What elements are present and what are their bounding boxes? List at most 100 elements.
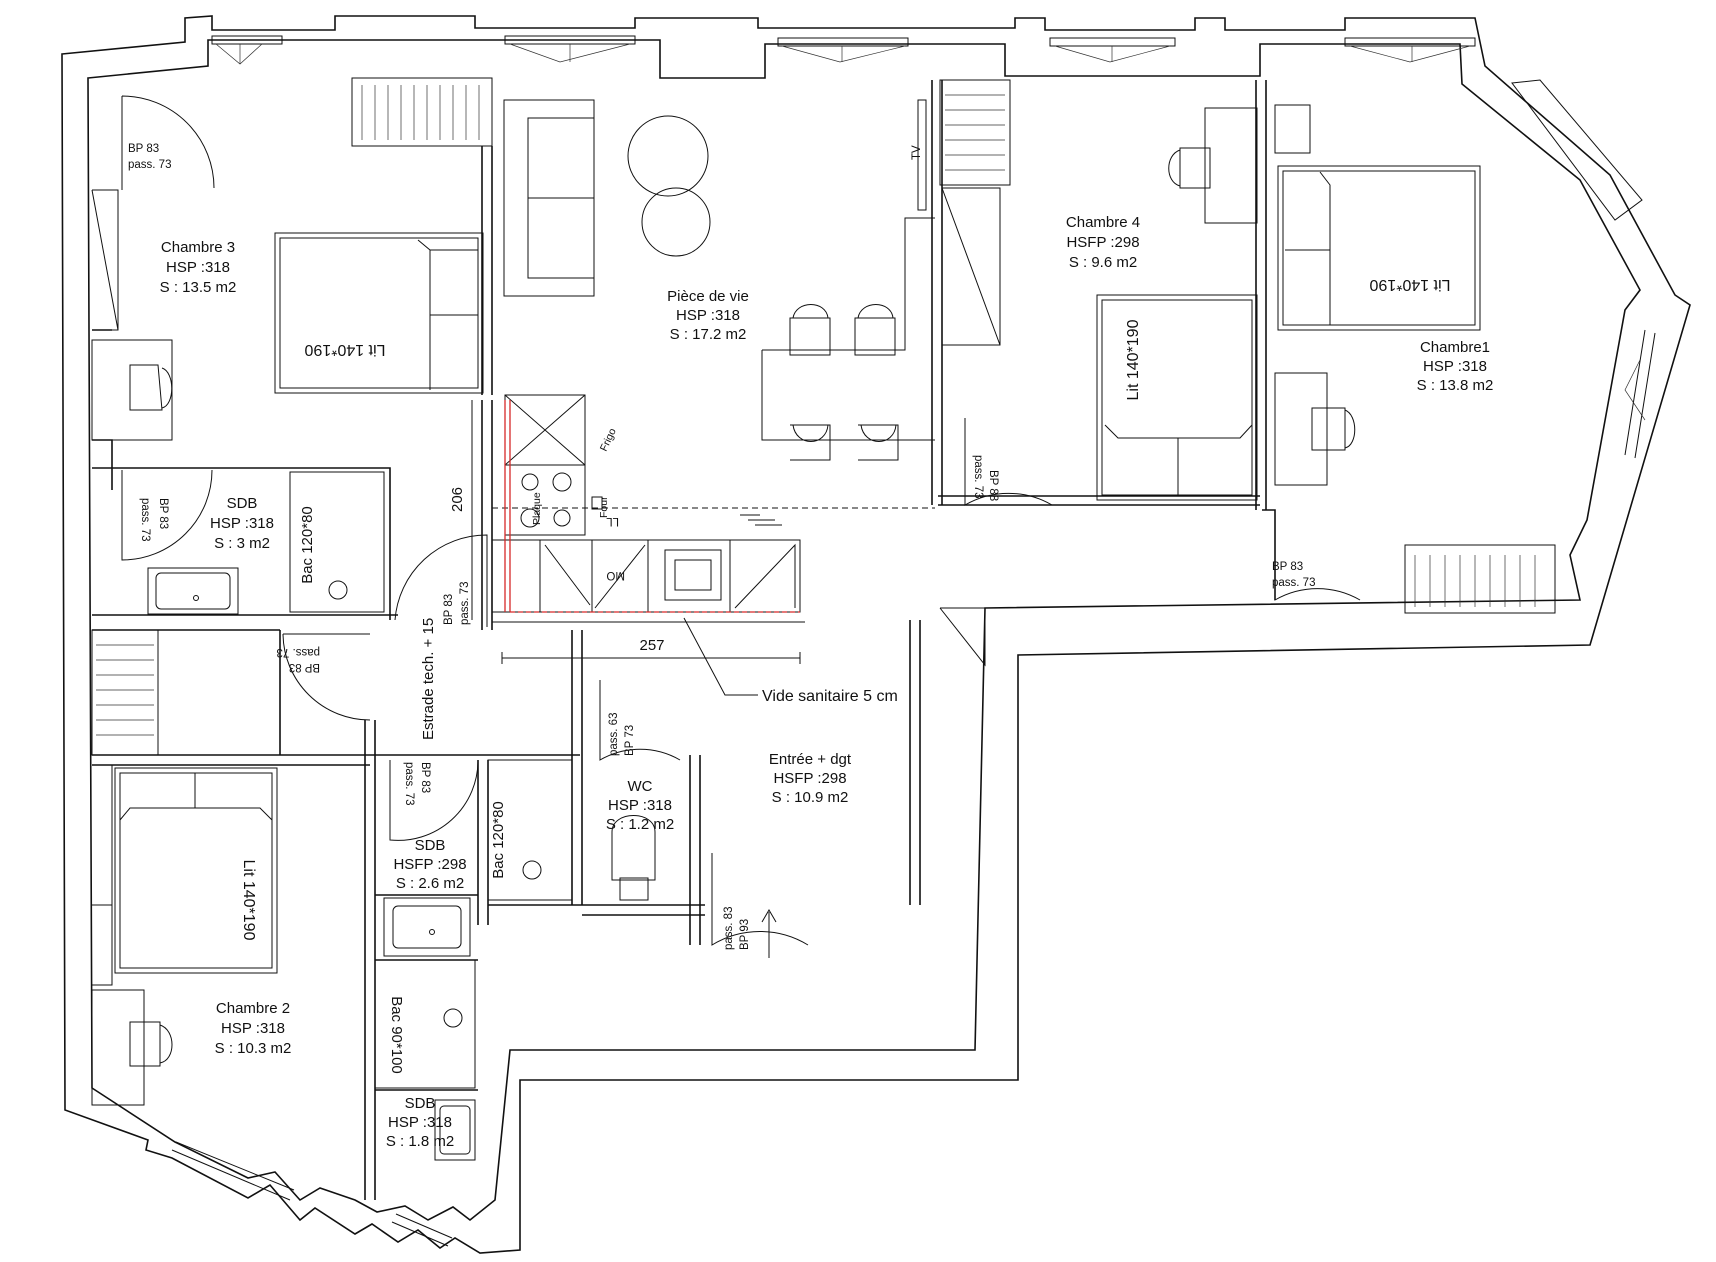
door-entree (711, 853, 809, 946)
four-label: Four (598, 496, 610, 518)
label-chambre4: Chambre 4 HSFP :298 S : 9.6 m2 (1066, 214, 1140, 271)
desk-chambre1 (1274, 104, 1356, 486)
door-chambre3 (121, 95, 215, 190)
sdb-mid-door-bp: BP 83 (419, 762, 431, 793)
outer-wall-outer (61, 15, 1691, 1254)
vide-sanitaire-label: Vide sanitaire 5 cm (762, 688, 898, 705)
label-piece-de-vie: Pièce de vie HSP :318 S : 17.2 m2 (667, 288, 749, 343)
label-sdb-top: SDB HSP :318 S : 3 m2 (210, 495, 274, 552)
sdb-top-door-bp: BP 83 (157, 498, 169, 529)
door-labels-wc: pass. 63 BP 73 (608, 713, 636, 756)
coffee-tables (627, 115, 711, 257)
frigo-label: Frigo (598, 426, 619, 453)
bed-label-chambre3: Lit 140*190 (304, 341, 385, 358)
door-wc (599, 680, 681, 761)
sdb-mid-door-pass: pass. 73 (403, 762, 415, 805)
label-chambre2: Chambre 2 HSP :318 S : 10.3 m2 (215, 1000, 292, 1057)
door-labels-entree: pass. 83 BP 93 (723, 907, 751, 950)
sdb-bottom-name: SDB (405, 1095, 436, 1112)
shower-label-mid: Bac 120*80 (490, 801, 507, 879)
door-chambre1 (1274, 515, 1361, 601)
chambre1-door-pass: pass. 73 (1272, 577, 1315, 589)
dining-table (761, 217, 935, 461)
radiator-chambre3 (351, 77, 493, 147)
estrade-door-bp: BP 83 (443, 594, 455, 625)
entree-name: Entrée + dgt (769, 751, 852, 768)
estrade-label: Estrade tech. + 15 (420, 618, 437, 740)
door-chambre4 (964, 418, 1053, 506)
sdb-mid-hsfp: HSFP :298 (393, 856, 466, 873)
bed-label-chambre4: Lit 140*190 (1125, 319, 1142, 400)
entree-door-pass: pass. 83 (723, 907, 735, 950)
vide-leader (683, 617, 758, 696)
wc-door-bp: BP 73 (624, 725, 636, 756)
door-labels-sdb-top: BP 83 pass. 73 (139, 498, 169, 541)
sdb-top-hsp: HSP :318 (210, 515, 274, 532)
wc-fixtures (611, 815, 656, 901)
chambre4-door-bp: BP 88 (987, 470, 999, 501)
chambre3-door-bp: BP 83 (128, 143, 159, 155)
radiator-chambre1 (1404, 544, 1556, 614)
sdb-mid-area: S : 2.6 m2 (396, 875, 464, 892)
chambre4-hsfp: HSFP :298 (1066, 234, 1139, 251)
sdb-bottom-hsp: HSP :318 (388, 1114, 452, 1131)
chambre1-door-bp: BP 83 (1272, 561, 1303, 573)
chambre4-name: Chambre 4 (1066, 214, 1140, 231)
door-chambre2 (282, 633, 371, 721)
chambre3-area: S : 13.5 m2 (160, 279, 237, 296)
chambre3-door-pass: pass. 73 (128, 159, 171, 171)
wc-area: S : 1.2 m2 (606, 816, 674, 833)
ll-label: LL (606, 515, 619, 527)
chambre2-door-bp: BP 83 (289, 661, 320, 673)
chambre1-hsp: HSP :318 (1423, 358, 1487, 375)
dimension-257-label: 257 (639, 637, 664, 654)
sdb-mid-fixtures (383, 759, 573, 957)
estrade-door-pass: pass. 73 (459, 582, 471, 625)
bed-label-chambre2: Lit 140*190 (240, 860, 257, 941)
label-wc: WC HSP :318 S : 1.2 m2 (606, 778, 674, 833)
bed-chambre3 (274, 232, 484, 394)
tv-label: TV (911, 145, 923, 160)
outer-wall-inner (87, 39, 1641, 1222)
kitchen (491, 394, 805, 623)
window-top-3 (777, 37, 909, 63)
wc-name: WC (628, 778, 653, 795)
dimension-257 (501, 652, 801, 664)
door-labels-chambre2: pass. 73 BP 83 (277, 646, 320, 673)
sdb-bottom-area: S : 1.8 m2 (386, 1133, 454, 1150)
piece-name: Pièce de vie (667, 288, 749, 305)
entree-area: S : 10.9 m2 (772, 789, 849, 806)
door-labels-chambre4: BP 88 pass. 73 (972, 455, 999, 501)
door-labels-sdb-mid: BP 83 pass. 73 (403, 762, 431, 805)
entry-arrow (761, 909, 777, 958)
door-labels-estrade: BP 83 pass. 73 (443, 582, 471, 625)
sdb-top-fixtures (147, 567, 348, 615)
label-entree: Entrée + dgt HSFP :298 S : 10.9 m2 (769, 751, 852, 806)
entree-hsfp: HSFP :298 (773, 770, 846, 787)
sdb-top-area: S : 3 m2 (214, 535, 270, 552)
door-estrade (394, 534, 488, 627)
sdb-mid-name: SDB (415, 837, 446, 854)
chambre4-area: S : 9.6 m2 (1069, 254, 1137, 271)
window-top-5 (1344, 37, 1476, 63)
label-sdb-mid: SDB HSFP :298 S : 2.6 m2 (393, 837, 466, 892)
chambre3-name: Chambre 3 (161, 239, 235, 256)
chambre2-area: S : 10.3 m2 (215, 1040, 292, 1057)
window-right (1624, 329, 1656, 459)
plaque-label: Plaque (531, 492, 543, 525)
shower-label-bottom: Bac 90*100 (388, 996, 405, 1074)
dimension-206-label: 206 (449, 487, 466, 512)
label-chambre1: Chambre1 HSP :318 S : 13.8 m2 (1417, 339, 1494, 394)
door-sdb-mid (389, 759, 479, 841)
piece-area: S : 17.2 m2 (670, 326, 747, 343)
window-top-2 (504, 35, 636, 63)
radiator-left (91, 629, 159, 756)
bed-chambre1 (1277, 165, 1481, 331)
wc-hsp: HSP :318 (608, 797, 672, 814)
door-sdb-top (121, 469, 213, 561)
chambre4-door-pass: pass. 73 (972, 455, 984, 498)
chambre1-area: S : 13.8 m2 (1417, 377, 1494, 394)
label-chambre3: Chambre 3 HSP :318 S : 13.5 m2 (160, 239, 237, 296)
sdb-top-name: SDB (227, 495, 258, 512)
